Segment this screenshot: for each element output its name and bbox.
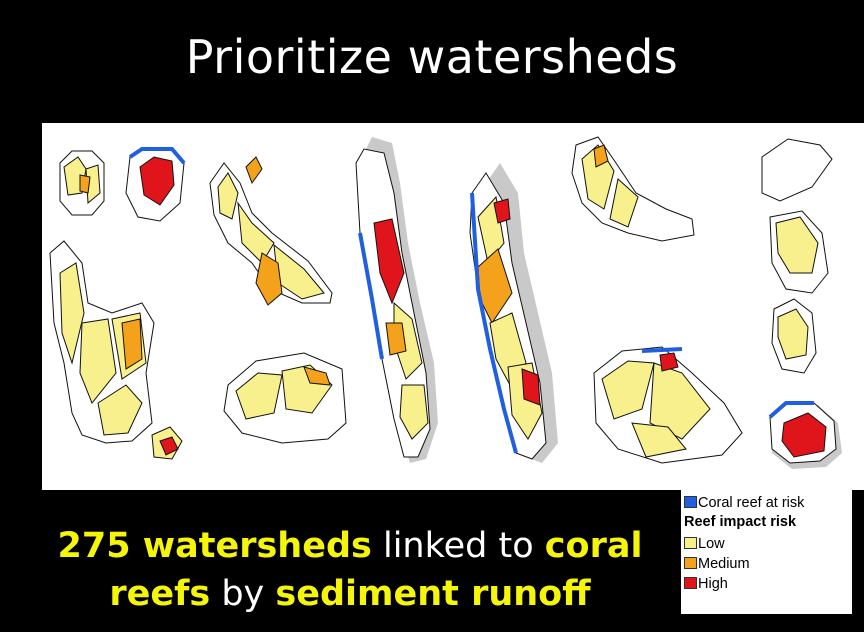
legend-low-label: Low: [698, 536, 725, 552]
watershed-low: [775, 216, 819, 274]
watershed-high: [659, 352, 679, 372]
reef-segment: [358, 232, 384, 360]
watershed-medium: [255, 252, 283, 306]
watershed-medium: [303, 366, 331, 386]
watershed-medium: [245, 156, 263, 185]
watershed-low: [609, 178, 639, 228]
legend-reef-label: Coral reef at risk: [698, 495, 805, 511]
reef-swatch: [684, 496, 697, 508]
legend-item-medium: Medium: [684, 555, 750, 573]
watershed-low: [631, 422, 687, 458]
islands-map-svg: [49, 136, 842, 469]
watershed-low: [235, 372, 283, 420]
caption-line-1: 275 watersheds linked to coral: [50, 522, 650, 570]
watershed-low: [97, 384, 143, 436]
watershed-medium: [79, 174, 91, 194]
medium-swatch: [684, 557, 697, 569]
watershed-map: [42, 123, 864, 490]
watershed-low: [399, 384, 429, 440]
reef-segment: [470, 192, 518, 454]
slide-title: Prioritize watersheds: [185, 30, 679, 84]
legend-medium-label: Medium: [698, 556, 750, 572]
legend-item-low: Low: [684, 535, 725, 553]
legend-high-label: High: [698, 576, 728, 592]
watershed-low: [59, 262, 85, 365]
watershed-low: [217, 172, 239, 220]
caption-line-2: reefs by sediment runoff: [50, 570, 650, 618]
watershed-high: [781, 412, 827, 458]
reef-segment: [768, 401, 814, 419]
watershed-low: [237, 201, 275, 264]
line2-segment: reefs: [109, 574, 211, 614]
watershed-medium: [121, 318, 143, 370]
watershed-low: [649, 362, 711, 440]
watershed-high: [373, 218, 405, 305]
caption: 275 watersheds linked to coral reefs by …: [50, 522, 650, 618]
watershed-high: [159, 436, 179, 456]
watershed-low: [777, 308, 809, 360]
line1-segment: linked to: [371, 526, 545, 566]
watershed-low: [601, 360, 655, 420]
line1-segment: 275 watersheds: [57, 526, 372, 566]
legend-item-reef: Coral reef at risk: [684, 494, 804, 512]
island-10-outline: [761, 138, 833, 202]
reef-segment: [641, 347, 683, 353]
high-swatch: [684, 577, 697, 589]
watershed-medium: [593, 144, 609, 168]
low-swatch: [684, 537, 697, 549]
watershed-high: [139, 156, 175, 206]
watershed-high: [521, 368, 541, 406]
watershed-low: [79, 318, 117, 404]
watershed-medium: [385, 322, 407, 356]
reef-segment: [128, 147, 186, 165]
legend-item-high: High: [684, 575, 728, 593]
line2-segment: sediment runoff: [275, 574, 591, 614]
map-legend: Coral reef at risk Reef impact risk Low …: [681, 490, 852, 614]
line1-segment: coral: [544, 526, 643, 566]
legend-risk-title: Reef impact risk: [684, 514, 797, 530]
watershed-high: [493, 198, 511, 224]
line2-segment: by: [210, 574, 276, 614]
